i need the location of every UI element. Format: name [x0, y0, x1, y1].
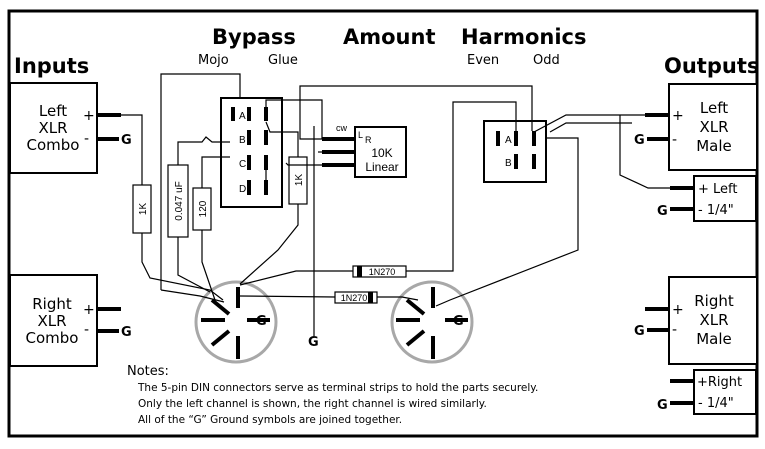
- input-resistor-1k: 1K: [132, 184, 152, 234]
- right-input-line3: Combo: [26, 329, 79, 347]
- left-output-line1: Left: [700, 99, 728, 117]
- glue-label: Glue: [268, 53, 298, 68]
- bypass-pole-a: A: [239, 111, 246, 122]
- pot-r-label: R: [365, 135, 372, 145]
- inputs-header: Inputs: [14, 54, 89, 78]
- right-quarter-ground: G: [657, 398, 668, 413]
- pot-taper: Linear: [365, 160, 398, 174]
- notes-title: Notes:: [127, 364, 169, 379]
- left-xlr-combo-input: Left XLR Combo + - G: [9, 82, 132, 174]
- left-output-line2: XLR: [699, 118, 728, 136]
- left-quarter-line2: - 1/4": [698, 203, 734, 218]
- din-left-ground: G: [256, 314, 267, 329]
- pot-value: 10K: [371, 146, 392, 160]
- right-output-line1: Right: [694, 292, 734, 310]
- left-input-minus: -: [84, 131, 89, 147]
- din-right-ground: G: [453, 314, 464, 329]
- odd-label: Odd: [533, 53, 560, 68]
- outputs-header: Outputs: [664, 54, 759, 78]
- left-quarter-ground: G: [657, 204, 668, 219]
- wires: [121, 73, 670, 336]
- left-input-ground: G: [121, 133, 132, 148]
- harmonics-header: Harmonics: [461, 25, 587, 49]
- left-output-minus: -: [672, 132, 677, 148]
- bypass-pole-b: B: [239, 135, 246, 146]
- capacitor-label: 0.047 uF: [174, 181, 185, 220]
- capacitor-0047uf: 0.047 uF: [167, 164, 189, 238]
- right-xlr-male-output: Right XLR Male + - G: [634, 276, 758, 365]
- bypass-switch: A B C D: [220, 97, 283, 208]
- resistor-120: 120: [192, 187, 212, 231]
- right-quarter-line2: - 1/4": [698, 396, 734, 411]
- amount-header: Amount: [343, 25, 436, 49]
- harmonics-pole-b: B: [505, 158, 512, 169]
- right-quarter-line1: +Right: [697, 375, 742, 390]
- diode-bottom-label: 1N270: [341, 293, 368, 303]
- right-output-ground: G: [634, 324, 645, 339]
- din-connector-right: G: [390, 280, 474, 364]
- din-bottom-ground: G: [308, 335, 319, 350]
- diode-bottom: 1N270: [334, 291, 378, 304]
- bypass-header: Bypass: [212, 25, 296, 49]
- right-output-line3: Male: [696, 330, 732, 348]
- right-input-minus: -: [84, 322, 89, 338]
- right-input-plus: +: [83, 302, 95, 318]
- left-output-plus: +: [672, 108, 684, 124]
- input-resistor-label: 1K: [138, 203, 149, 216]
- right-quarter-inch-output: +Right - 1/4" G: [657, 369, 757, 415]
- notes-line-3: All of the “G” Ground symbols are joined…: [138, 414, 402, 426]
- resistor-1k-right-label: 1K: [294, 174, 305, 187]
- mojo-label: Mojo: [198, 53, 229, 68]
- even-label: Even: [467, 53, 499, 68]
- left-output-line3: Male: [696, 137, 732, 155]
- left-input-line1: Left: [39, 102, 67, 120]
- din-connector-left: G: [194, 280, 278, 364]
- right-output-line2: XLR: [699, 311, 728, 329]
- left-input-line2: XLR: [38, 119, 67, 137]
- diode-top-label: 1N270: [369, 267, 396, 277]
- resistor-120-label: 120: [198, 200, 209, 217]
- left-quarter-inch-output: + Left - 1/4" G: [657, 175, 757, 222]
- right-output-minus: -: [672, 322, 677, 338]
- harmonics-pole-a: A: [505, 135, 512, 146]
- right-output-plus: +: [672, 302, 684, 318]
- bypass-pole-c: C: [239, 159, 246, 170]
- right-xlr-combo-input: Right XLR Combo + - G: [9, 274, 132, 367]
- pot-cw-label: cw: [336, 123, 348, 133]
- notes-line-2: Only the left channel is shown, the righ…: [138, 398, 487, 410]
- notes-line-1: The 5-pin DIN connectors serve as termin…: [137, 382, 538, 394]
- amount-potentiometer: cw L R 10K Linear: [322, 123, 407, 178]
- pot-l-label: L: [358, 130, 363, 140]
- right-input-ground: G: [121, 325, 132, 340]
- right-input-line1: Right: [32, 295, 72, 313]
- left-quarter-line1: + Left: [698, 182, 737, 197]
- left-input-plus: +: [83, 108, 95, 124]
- bypass-pole-d: D: [239, 184, 246, 195]
- left-output-ground: G: [634, 133, 645, 148]
- left-input-line3: Combo: [27, 136, 80, 154]
- diode-top: 1N270: [352, 265, 407, 278]
- diagram-frame: [7, 9, 759, 438]
- left-xlr-male-output: Left XLR Male + - G: [634, 83, 758, 171]
- right-input-line2: XLR: [37, 312, 66, 330]
- resistor-1k-right: 1K: [288, 156, 308, 205]
